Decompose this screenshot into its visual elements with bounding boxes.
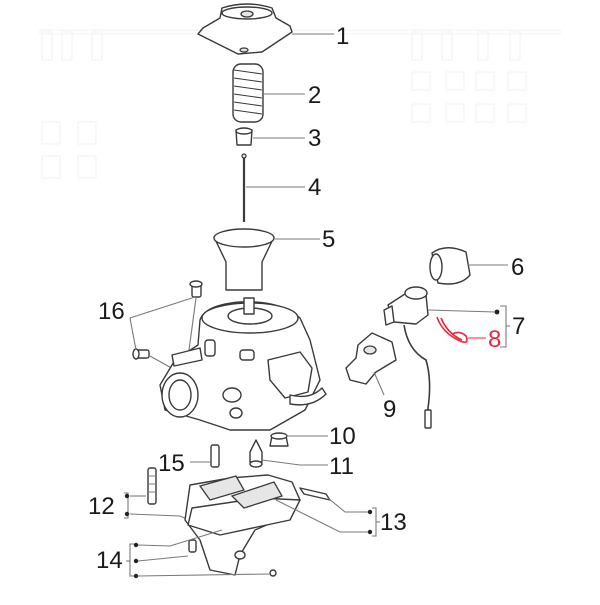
- part-1-top-cover: [197, 3, 334, 55]
- callout-10: 10: [329, 423, 356, 450]
- callout-9: 9: [383, 396, 397, 423]
- callout-2: 2: [308, 82, 322, 109]
- part-4-jet-needle: [241, 153, 305, 222]
- part-15-main-jet: [190, 444, 220, 468]
- part-13-leads: [275, 497, 380, 537]
- part-5-throttle-slide: [213, 228, 320, 291]
- callout-5: 5: [322, 226, 336, 253]
- part-9-fitting: [345, 332, 397, 396]
- part-12-pilot-jet: [124, 467, 223, 535]
- callout-6: 6: [511, 254, 525, 281]
- callout-14: 14: [96, 547, 123, 574]
- callout-13: 13: [380, 509, 407, 536]
- part-11-float-needle: [249, 439, 328, 468]
- watermark: [39, 29, 561, 179]
- callout-1: 1: [336, 23, 350, 50]
- part-8-clip-highlighted: [436, 316, 486, 344]
- callout-12: 12: [88, 493, 115, 520]
- callout-11: 11: [329, 453, 354, 480]
- callout-4: 4: [308, 174, 322, 201]
- part-2-spring: [232, 63, 305, 123]
- part-6-cap: [429, 247, 508, 285]
- part-14-leads: [126, 529, 271, 579]
- carburetor-body: [159, 297, 327, 431]
- callout-3: 3: [308, 125, 322, 152]
- float-bowl-assembly: [184, 474, 331, 577]
- callout-8-highlighted: 8: [488, 326, 502, 353]
- callout-7: 7: [512, 313, 526, 340]
- part-7-auto-choke: [383, 286, 510, 429]
- callout-15: 15: [158, 450, 185, 477]
- part-16-screws: [129, 280, 203, 371]
- part-3-needle-retainer: [235, 127, 305, 146]
- callout-16: 16: [98, 298, 125, 325]
- part-10-nut: [269, 432, 328, 447]
